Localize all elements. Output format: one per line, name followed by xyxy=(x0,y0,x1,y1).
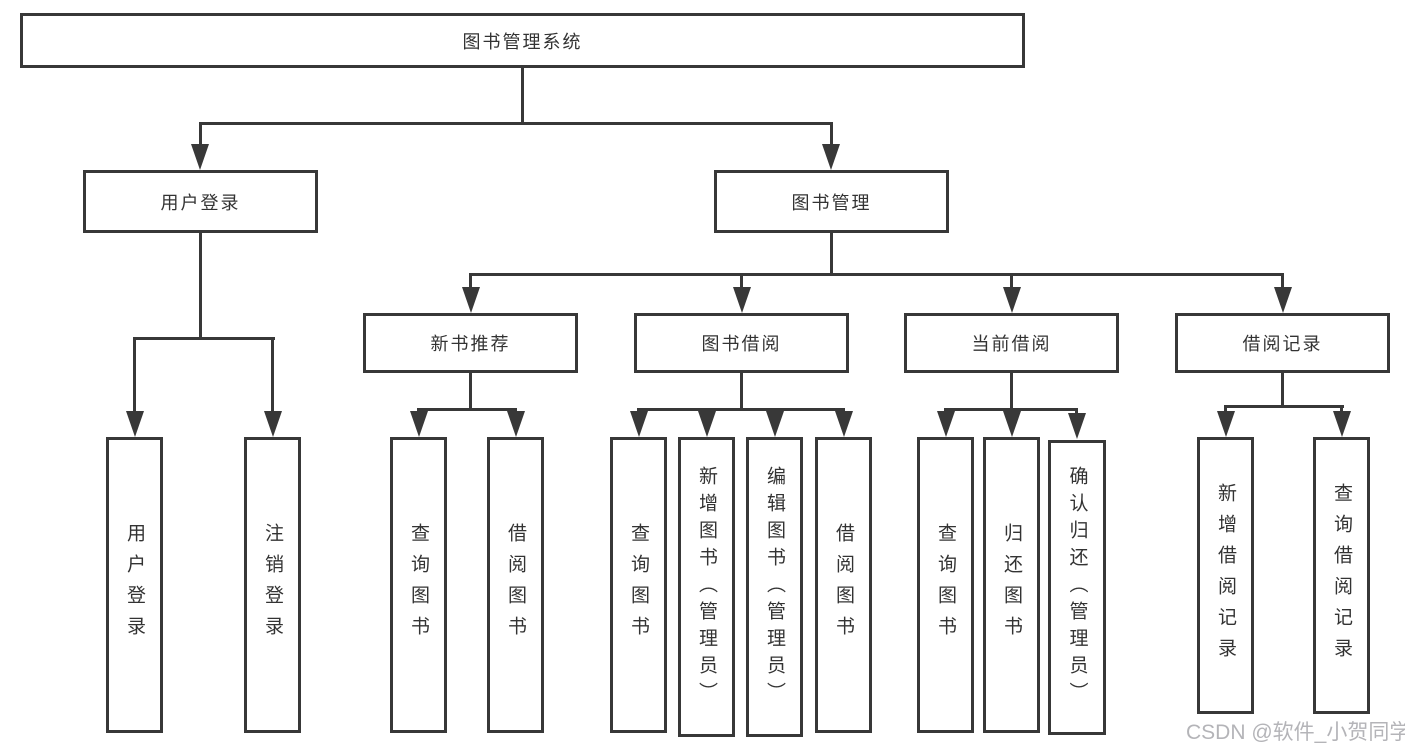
leaf-borrow-add-admin: 新增图书（管理员） xyxy=(678,437,735,737)
arrow-down-icon xyxy=(937,411,955,437)
arrow-down-icon xyxy=(1003,411,1021,437)
connector-user-bar xyxy=(133,337,275,340)
arrow-down-icon xyxy=(630,411,648,437)
leaf-borrow-query: 查询图书 xyxy=(610,437,667,733)
connector-drop xyxy=(199,122,202,148)
leaf-records-add: 新增借阅记录 xyxy=(1197,437,1254,714)
node-borrow-records: 借阅记录 xyxy=(1175,313,1390,373)
connector-stem xyxy=(740,373,743,408)
arrow-down-icon xyxy=(835,411,853,437)
connector-drop xyxy=(1281,273,1284,289)
connector-stem xyxy=(1281,373,1284,405)
leaf-current-query: 查询图书 xyxy=(917,437,974,733)
leaf-records-query: 查询借阅记录 xyxy=(1313,437,1370,714)
arrow-down-icon xyxy=(1333,411,1351,437)
connector-bar xyxy=(637,408,845,411)
connector-l1-bar xyxy=(199,122,833,125)
connector-user-stem xyxy=(199,233,202,337)
connector-bar xyxy=(417,408,517,411)
leaf-logout: 注销登录 xyxy=(244,437,301,733)
connector-stem xyxy=(469,373,472,408)
connector-stem xyxy=(1010,373,1013,408)
arrow-down-icon xyxy=(698,411,716,437)
connector-drop xyxy=(469,273,472,289)
leaf-current-confirm-admin: 确认归还（管理员） xyxy=(1048,440,1106,735)
arrow-down-icon xyxy=(822,144,840,170)
leaf-user-login: 用户登录 xyxy=(106,437,163,733)
connector-drop xyxy=(1075,408,1078,416)
connector-l3-bar xyxy=(469,273,1284,276)
node-new-book-recommend: 新书推荐 xyxy=(363,313,578,373)
leaf-borrow-borrow: 借阅图书 xyxy=(815,437,872,733)
arrow-down-icon xyxy=(410,411,428,437)
arrow-down-icon xyxy=(264,411,282,437)
arrow-down-icon xyxy=(126,411,144,437)
connector-drop xyxy=(1224,405,1227,414)
node-book-management: 图书管理 xyxy=(714,170,949,233)
connector-drop xyxy=(1010,273,1013,289)
leaf-newbook-query: 查询图书 xyxy=(390,437,447,733)
arrow-down-icon xyxy=(766,411,784,437)
connector-root-stem xyxy=(521,66,524,122)
node-root: 图书管理系统 xyxy=(20,13,1025,68)
leaf-newbook-borrow: 借阅图书 xyxy=(487,437,544,733)
connector-drop xyxy=(830,122,833,148)
csdn-watermark: CSDN @软件_小贺同学 xyxy=(1186,721,1405,744)
connector-drop xyxy=(133,337,136,413)
node-current-borrow: 当前借阅 xyxy=(904,313,1119,373)
connector-drop xyxy=(271,337,274,413)
leaf-current-return: 归还图书 xyxy=(983,437,1040,733)
node-book-borrow: 图书借阅 xyxy=(634,313,849,373)
connector-drop xyxy=(740,273,743,289)
node-user-login-branch: 用户登录 xyxy=(83,170,318,233)
arrow-down-icon xyxy=(1068,413,1086,439)
leaf-borrow-edit-admin: 编辑图书（管理员） xyxy=(746,437,803,737)
arrow-down-icon xyxy=(733,287,751,313)
arrow-down-icon xyxy=(507,411,525,437)
arrow-down-icon xyxy=(191,144,209,170)
connector-bar xyxy=(1224,405,1344,408)
arrow-down-icon xyxy=(1274,287,1292,313)
connector-book-stem xyxy=(830,233,833,273)
connector-drop xyxy=(1340,405,1343,414)
arrow-down-icon xyxy=(462,287,480,313)
arrow-down-icon xyxy=(1003,287,1021,313)
arrow-down-icon xyxy=(1217,411,1235,437)
